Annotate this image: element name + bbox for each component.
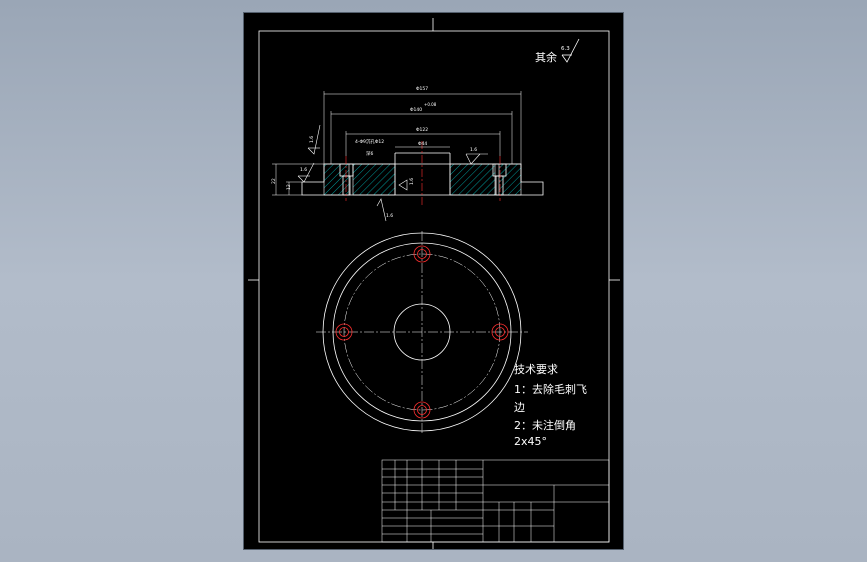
roughness-bottom: 1.6 [386,213,393,219]
dim-height: 22 [271,178,277,184]
hatch-right-outer [498,163,522,196]
section-view: Φ157 Φ140 +0.08 Φ122 4-Φ9沉孔Φ12 深6 Φ44 22… [271,86,544,222]
roughness-left: 1.6 [309,136,315,143]
roughness-other-label: 其余 [535,50,557,64]
dim-holes: 4-Φ9沉孔Φ12 [355,138,384,145]
dim-d140: Φ140 [410,107,422,113]
tech-line2b: 2x45° [514,435,547,448]
hatch-left-outer [323,163,350,196]
roughness-right: 1.6 [470,147,477,153]
dim-d140-tol: +0.08 [424,102,437,107]
dim-d122: Φ122 [416,127,428,133]
title-block [381,459,610,543]
tech-line2: 2：未注倒角 [514,418,576,432]
roughness-center: 1.6 [409,178,415,185]
hatch-right-inner [449,163,496,196]
dim-d44: Φ44 [418,141,427,147]
tech-title: 技术要求 [514,363,558,376]
tech-line1: 1：去除毛刺飞 [514,382,587,396]
roughness-other-value: 6.3 [561,46,570,52]
drawing-canvas: 其余 6.3 [248,18,620,549]
inner-border [258,30,610,543]
hatch-left-inner [352,163,396,196]
bolt-holes [335,245,509,419]
plan-view [316,231,528,435]
dim-depth: 深6 [366,150,373,157]
tech-line1b: 边 [514,401,525,414]
drawing-sheet: 其余 6.3 [244,13,623,549]
dim-d157: Φ157 [416,86,428,92]
roughness-symbol-other: 其余 6.3 [535,38,580,64]
technical-requirements: 技术要求 1：去除毛刺飞 边 2：未注倒角 2x45° [514,363,587,448]
roughness-left-step: 1.6 [300,167,307,173]
dim-height-step: 12 [286,184,292,190]
centering-marks [248,18,620,549]
